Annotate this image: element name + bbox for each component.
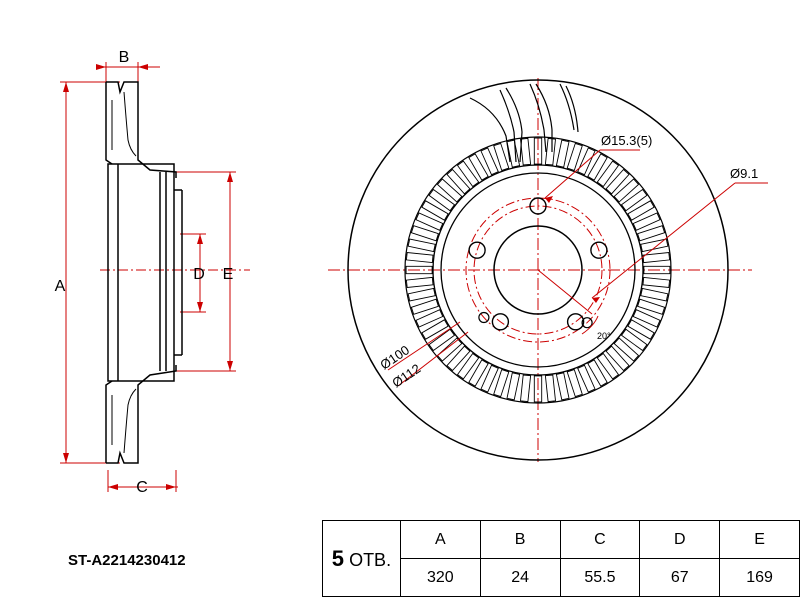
bolt-hole [529,197,547,215]
vent-slot [613,178,640,203]
vent-slot [566,142,583,171]
vent-slot [446,345,471,372]
value-c: 55.5 [559,558,641,597]
vent-slot [410,225,439,242]
vent-slot [421,200,449,221]
small-hole [581,317,593,329]
vent-slot [632,309,661,328]
bolt-hole-number: 5 [331,545,345,571]
vent-slot [596,352,620,380]
value-e: 169 [719,558,800,597]
vent-slot [642,276,671,288]
dim-label-d: D [193,266,205,283]
vent-slot [456,352,480,380]
vent-slot [405,276,434,288]
vent-slot [520,137,532,166]
front-view: Ø15.3(5) Ø9.1 Ø100 Ø112 20° [328,78,768,462]
vent-slot [407,238,436,253]
vent-slot [587,359,608,387]
value-a: 320 [399,558,481,597]
dim-label-a: A [55,278,66,295]
center-bore [493,225,583,315]
vent-slot [456,160,480,188]
vent-slot [407,287,436,302]
vent-slot [620,328,648,352]
part-number: ST-A2214230412 [68,552,186,569]
bolt-hole [468,241,486,259]
vent-slot [596,160,620,188]
small-hole-dia-label: Ø9.1 [730,166,758,181]
spec-table-value-row: 320 24 55.5 67 169 [323,558,800,597]
brake-disc-drawing: A B C D E [55,49,768,496]
dim-label-b: B [119,49,130,66]
spec-table-header-row: 5 ОТВ. A B C D E [322,520,800,597]
vent-slot [468,359,489,387]
vent-slot [627,200,655,221]
vent-slot [421,319,449,340]
vent-slots [405,137,671,403]
vent-slot [643,265,671,275]
vent-slot [493,142,510,171]
vent-slot [605,168,630,195]
vent-slot [436,337,463,362]
vent-slot [637,225,666,242]
vent-slot [520,374,532,403]
bolt-hole-dia-label: Ø15.3(5) [601,133,652,148]
vent-slot [627,319,655,340]
vent-slot [555,139,570,168]
vent-slot [415,309,444,328]
bolt-hole-count: 5 ОТВ. [322,520,401,597]
side-view: A B C D E [55,49,250,496]
vent-slot [405,265,433,275]
header-d: D [639,520,721,559]
vent-slot [410,298,439,315]
vent-slot [480,147,499,176]
bolt-hole [566,313,585,331]
header-c: C [559,520,641,559]
vent-slot [605,345,630,372]
vent-slot [436,178,463,203]
bolt-hole-unit: ОТВ. [349,549,392,570]
vent-slot [555,372,570,401]
header-a: A [399,520,481,559]
vent-slot [405,252,434,264]
vent-slot [577,364,596,393]
bolt-holes [468,197,608,331]
vent-slot [493,369,510,398]
vent-slot [480,364,499,393]
header-e: E [719,520,800,559]
bolt-hole [590,241,608,259]
vent-slot [632,212,661,231]
vent-slot [637,298,666,315]
cutaway-section [469,83,579,163]
angle-label: 20° [597,331,611,341]
vent-slot [544,137,556,166]
vent-slot [428,188,456,212]
disc-outer-edge [347,79,729,461]
bolt-hole [491,313,510,331]
vent-slot [587,153,608,181]
vent-slot [640,238,669,253]
vent-slot [640,287,669,302]
vent-slot [613,337,640,362]
vent-slot [533,375,543,403]
vent-slot [642,252,671,264]
dim-label-e: E [223,266,234,283]
vent-slot [415,212,444,231]
vent-slot [468,153,489,181]
vent-slot [428,328,456,352]
value-d: 67 [639,558,721,597]
vent-slot [533,137,543,165]
vent-slot [577,147,596,176]
small-hole [478,311,490,324]
spec-table: 5 ОТВ. A B C D E 320 24 55.5 67 169 [322,520,800,597]
vent-slot [446,168,471,195]
value-b: 24 [479,558,561,597]
header-b: B [479,520,561,559]
vent-slot [506,372,521,401]
vent-slot [544,374,556,403]
vent-slot [566,369,583,398]
vent-slot [620,188,648,212]
dim-label-c: C [136,479,148,496]
